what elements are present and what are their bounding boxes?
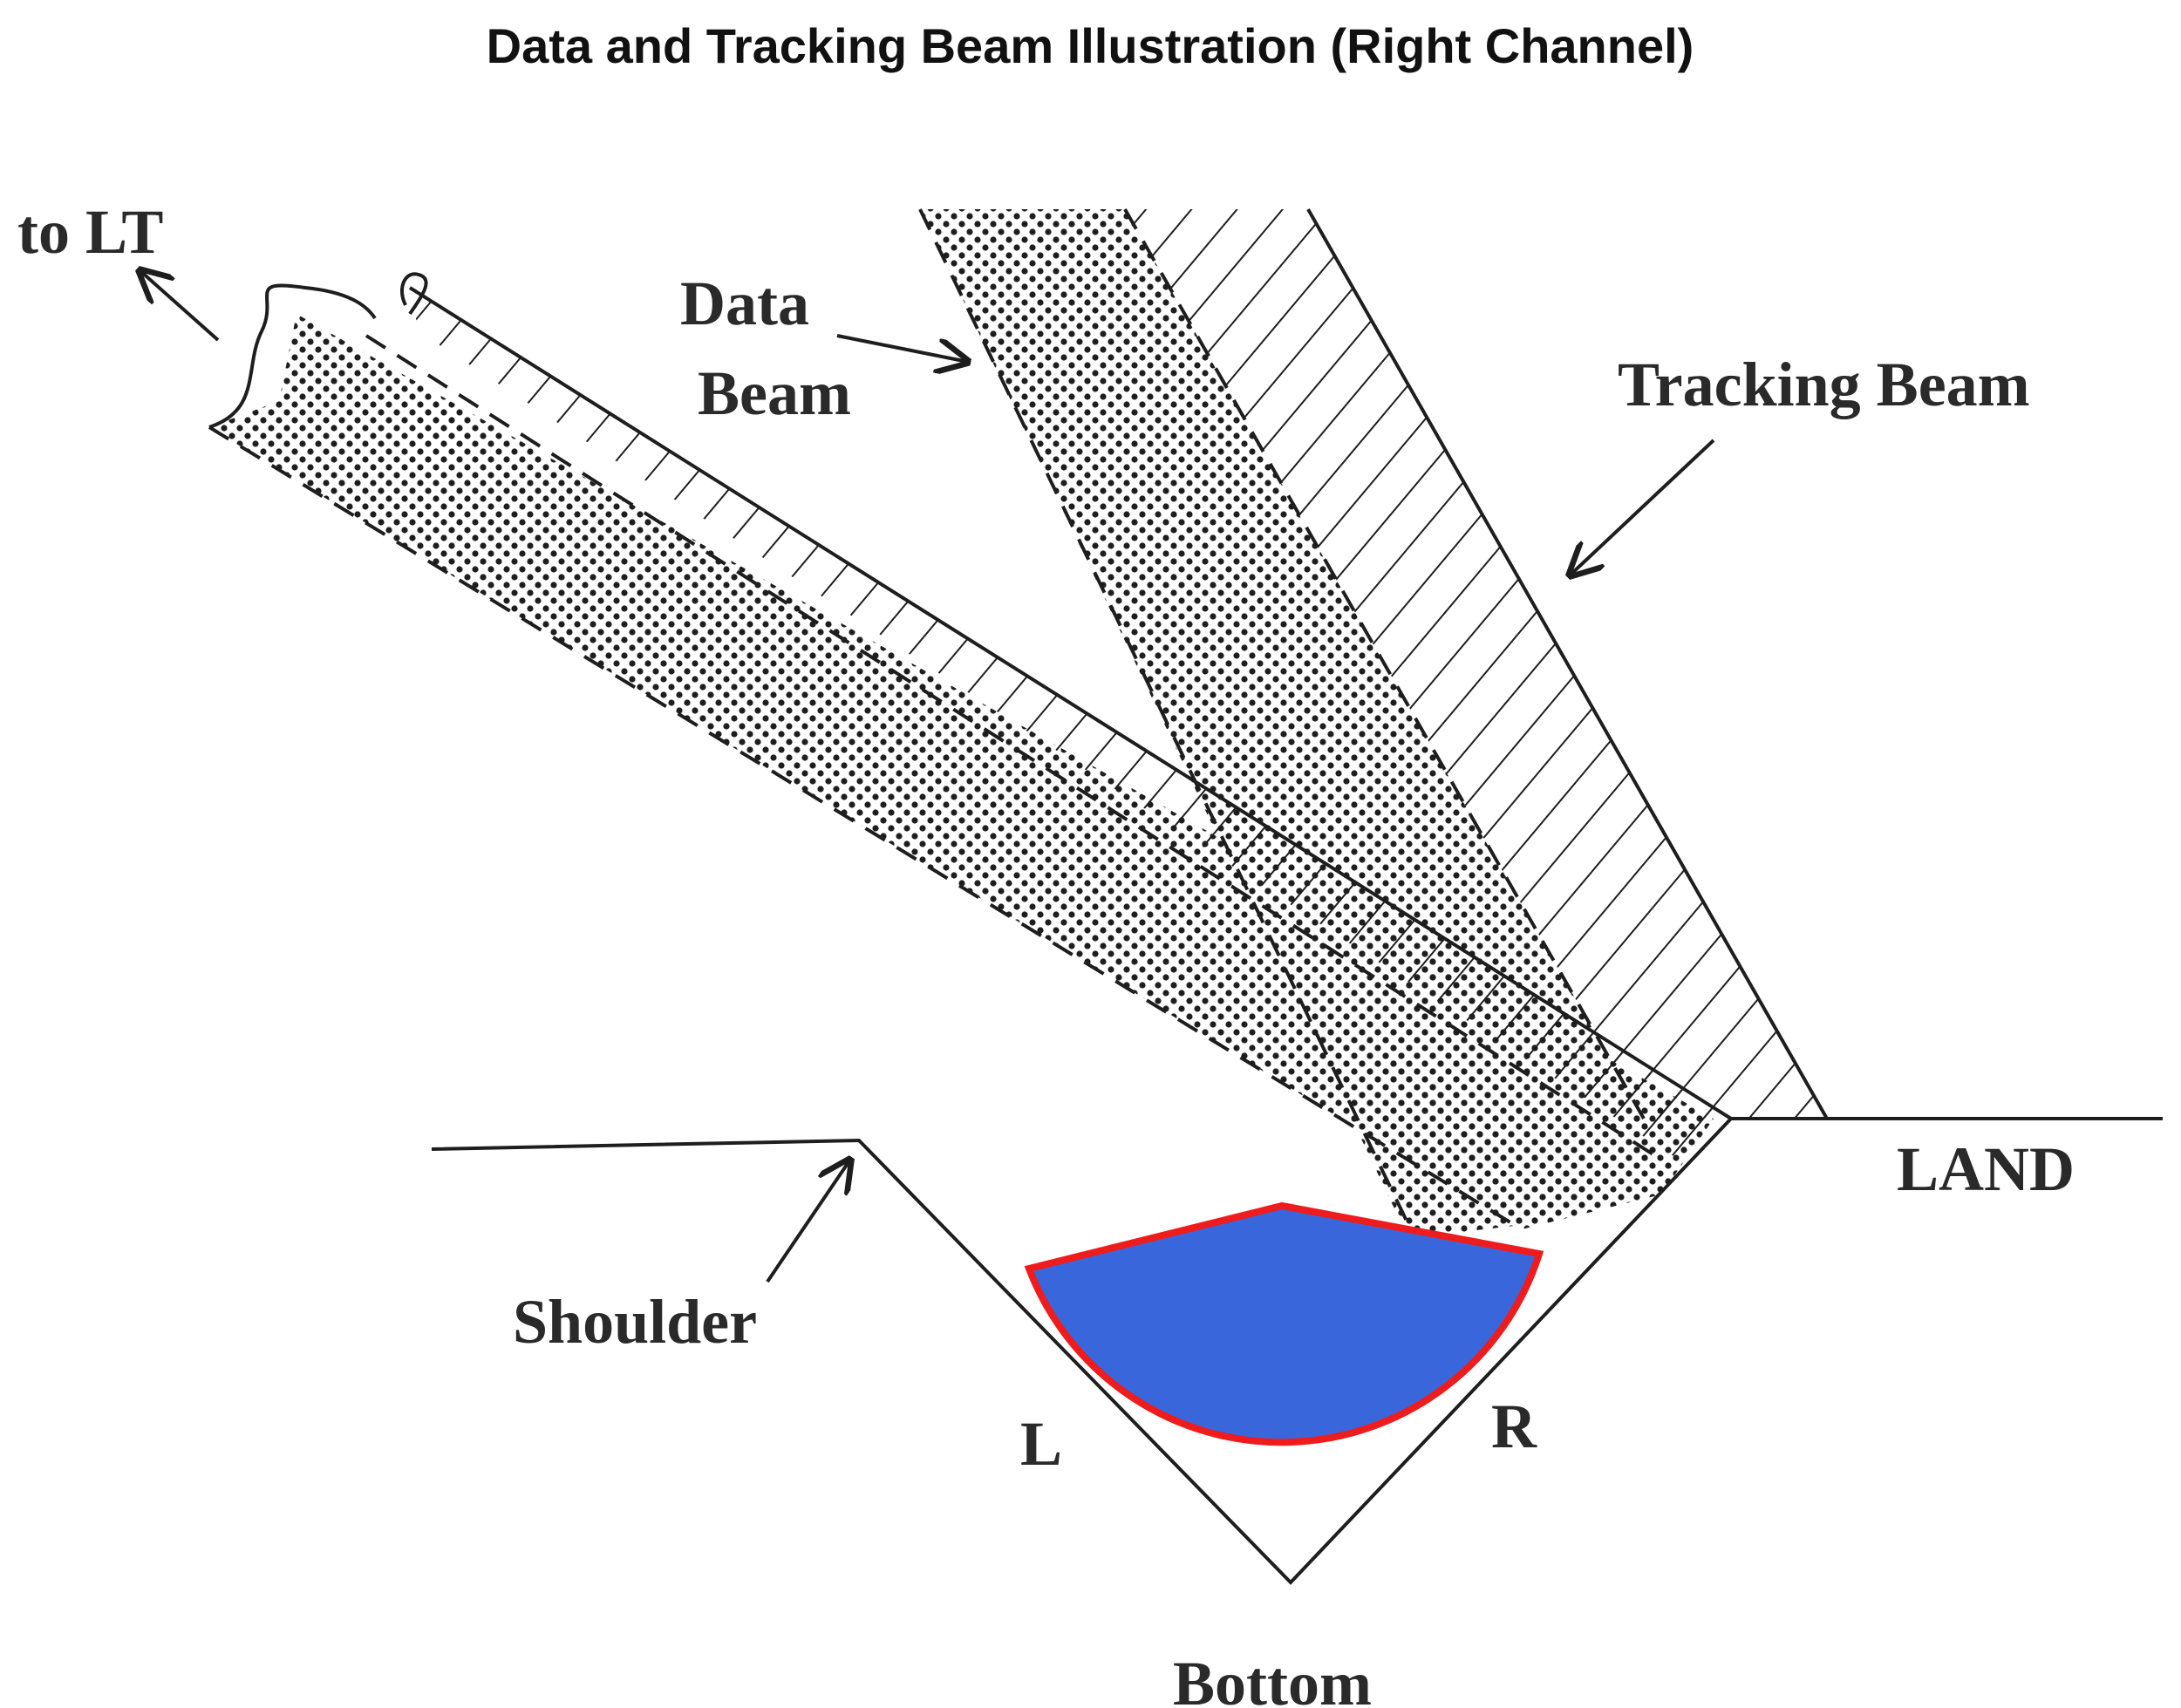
tracking-beam-steep-edge-right [1306,208,1829,1119]
data-beam-label-line2: Beam [698,358,851,428]
tracking-beam-steep [1125,209,1827,1119]
beam-spot [1024,1201,1544,1446]
bottom-label: Bottom [1173,1649,1372,1708]
shoulder-label: Shoulder [513,1287,757,1357]
shoulder-arrow [766,1160,850,1283]
data-beam-steep-edge-mid [1123,208,1646,1119]
data-beam-arrow [836,334,968,362]
tracking-beam-arrow [1570,439,1715,575]
data-beam-label-line1: Data [680,269,809,338]
beam-wavy-end-upper [400,272,428,316]
to-lt-label: to LT [17,197,163,267]
right-wall-label: R [1491,1392,1537,1461]
beam-wavy-end [208,283,377,429]
groove-profile [431,1117,2163,1585]
tracking-beam-flat-edge-upper [408,286,1733,1120]
tracking-beam-flat [410,288,1731,1160]
data-beam-steep-edge-left [918,208,1414,1235]
to-lt-arrow [140,270,220,342]
tracking-beam-label: Tracking Beam [1618,350,2030,419]
land-label: LAND [1897,1134,2075,1204]
left-wall-label: L [1020,1409,1062,1479]
page-title: Data and Tracking Beam Illustration (Rig… [487,18,1694,73]
data-beam-flat [209,314,1714,1229]
